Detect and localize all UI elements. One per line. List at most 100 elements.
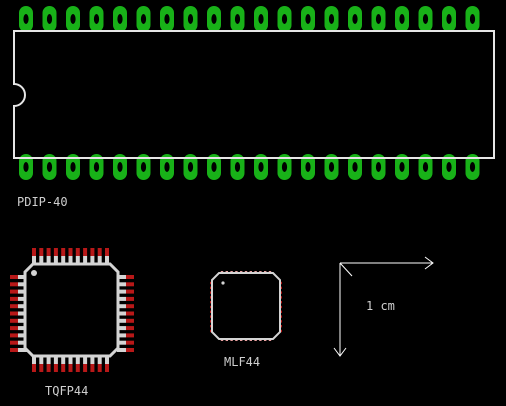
tqfp44-lead [18,296,27,301]
tqfp44-lead [61,256,66,265]
pdip-pad-hole [211,14,217,24]
mlf44-footprint [210,271,282,341]
tqfp44-pad [46,248,51,256]
tqfp44-pad [126,348,134,352]
tqfp44-pad [90,248,95,256]
tqfp44-lead [117,289,126,294]
pdip-pad-hole [46,14,53,24]
pdip-pad-hole [140,162,147,172]
pdip-pad-hole [422,162,429,172]
tqfp44-pad [105,248,109,256]
tqfp44-lead [75,355,80,364]
tqfp44-pad [10,304,18,309]
pdip-pad-hole [422,14,429,24]
tqfp44-lead [18,333,27,338]
pdip-pad-hole [70,162,76,172]
tqfp44-pad [97,364,102,372]
tqfp44-lead [117,333,126,338]
tqfp44-pad [39,248,44,256]
tqfp44-pad [126,333,134,338]
pdip-pad-hole [469,162,476,172]
tqfp44-pad [46,364,51,372]
tqfp44-pad [10,340,18,345]
tqfp44-pad [61,248,66,256]
tqfp44-lead [39,355,44,364]
tqfp44-lead [117,282,126,287]
tqfp44-lead [18,326,27,331]
tqfp44-pad [126,311,134,316]
tqfp44-pad [105,364,109,372]
scale-horizontal-arrowhead [424,256,434,270]
pdip-pad-hole [117,162,123,172]
tqfp44-lead [117,348,126,352]
tqfp44-pad [10,275,18,279]
mlf44-label: MLF44 [224,355,260,369]
pdip-bottom-pad-row [19,154,480,180]
tqfp44-lead [18,311,27,316]
pdip-pad-hole [93,162,100,172]
tqfp44-lead [117,296,126,301]
tqfp44-lead [117,326,126,331]
tqfp44-pad [75,248,80,256]
tqfp44-pad [10,333,18,338]
tqfp44-lead [90,355,95,364]
pdip-pad-hole [399,162,405,172]
tqfp44-pad [68,364,73,372]
tqfp44-lead [46,355,51,364]
tqfp44-pad [10,282,18,287]
tqfp44-pad [61,364,66,372]
pdip-pad-hole [234,14,241,24]
tqfp44-lead [46,256,51,265]
tqfp44-lead [53,256,58,265]
tqfp44-pad [10,311,18,316]
pdip-pad-hole [375,14,382,24]
tqfp44-pad [126,304,134,309]
tqfp44-footprint [10,248,134,372]
tqfp44-pins [10,248,134,372]
tqfp44-pad [90,364,95,372]
tqfp44-lead [105,355,109,364]
tqfp44-lead [53,355,58,364]
mlf44-pin1-marker [221,281,225,285]
pdip-pad-hole [211,162,217,172]
tqfp44-pad [53,364,58,372]
tqfp44-pad [126,326,134,331]
pdip-pad-hole [281,14,288,24]
tqfp44-pad [10,348,18,352]
tqfp44-pad [126,340,134,345]
pdip-pad-hole [258,14,264,24]
tqfp44-lead [83,256,88,265]
pdip-pad-hole [164,14,170,24]
mlf44-body-outline [211,272,281,340]
pdip-pad-hole [328,162,335,172]
pdip-pad-hole [305,162,311,172]
tqfp44-lead [75,256,80,265]
tqfp44-pad [83,248,88,256]
tqfp44-pad [68,248,73,256]
tqfp44-lead [32,256,36,265]
pdip-top-pad-row [19,6,480,32]
pdip-pad-hole [234,162,241,172]
pdip-pad-hole [375,162,382,172]
pdip-pad-hole [446,14,452,24]
pdip-pad-hole [93,14,100,24]
tqfp44-lead [68,355,73,364]
pdip-body-outline [13,30,495,159]
tqfp44-lead [117,304,126,309]
tqfp44-lead [117,275,126,279]
pdip-pad-hole [187,162,194,172]
pdip-pad-hole [469,14,476,24]
pdip-pad-hole [23,14,29,24]
tqfp44-pad [126,289,134,294]
pdip-label: PDIP-40 [17,195,68,209]
tqfp44-lead [18,282,27,287]
tqfp44-pad [97,248,102,256]
pdip-pad-hole [446,162,452,172]
tqfp44-lead [18,318,27,323]
tqfp44-pad [53,248,58,256]
tqfp44-lead [117,318,126,323]
tqfp44-lead [90,256,95,265]
tqfp44-pad [83,364,88,372]
scale-vertical-arrowhead [333,347,347,357]
